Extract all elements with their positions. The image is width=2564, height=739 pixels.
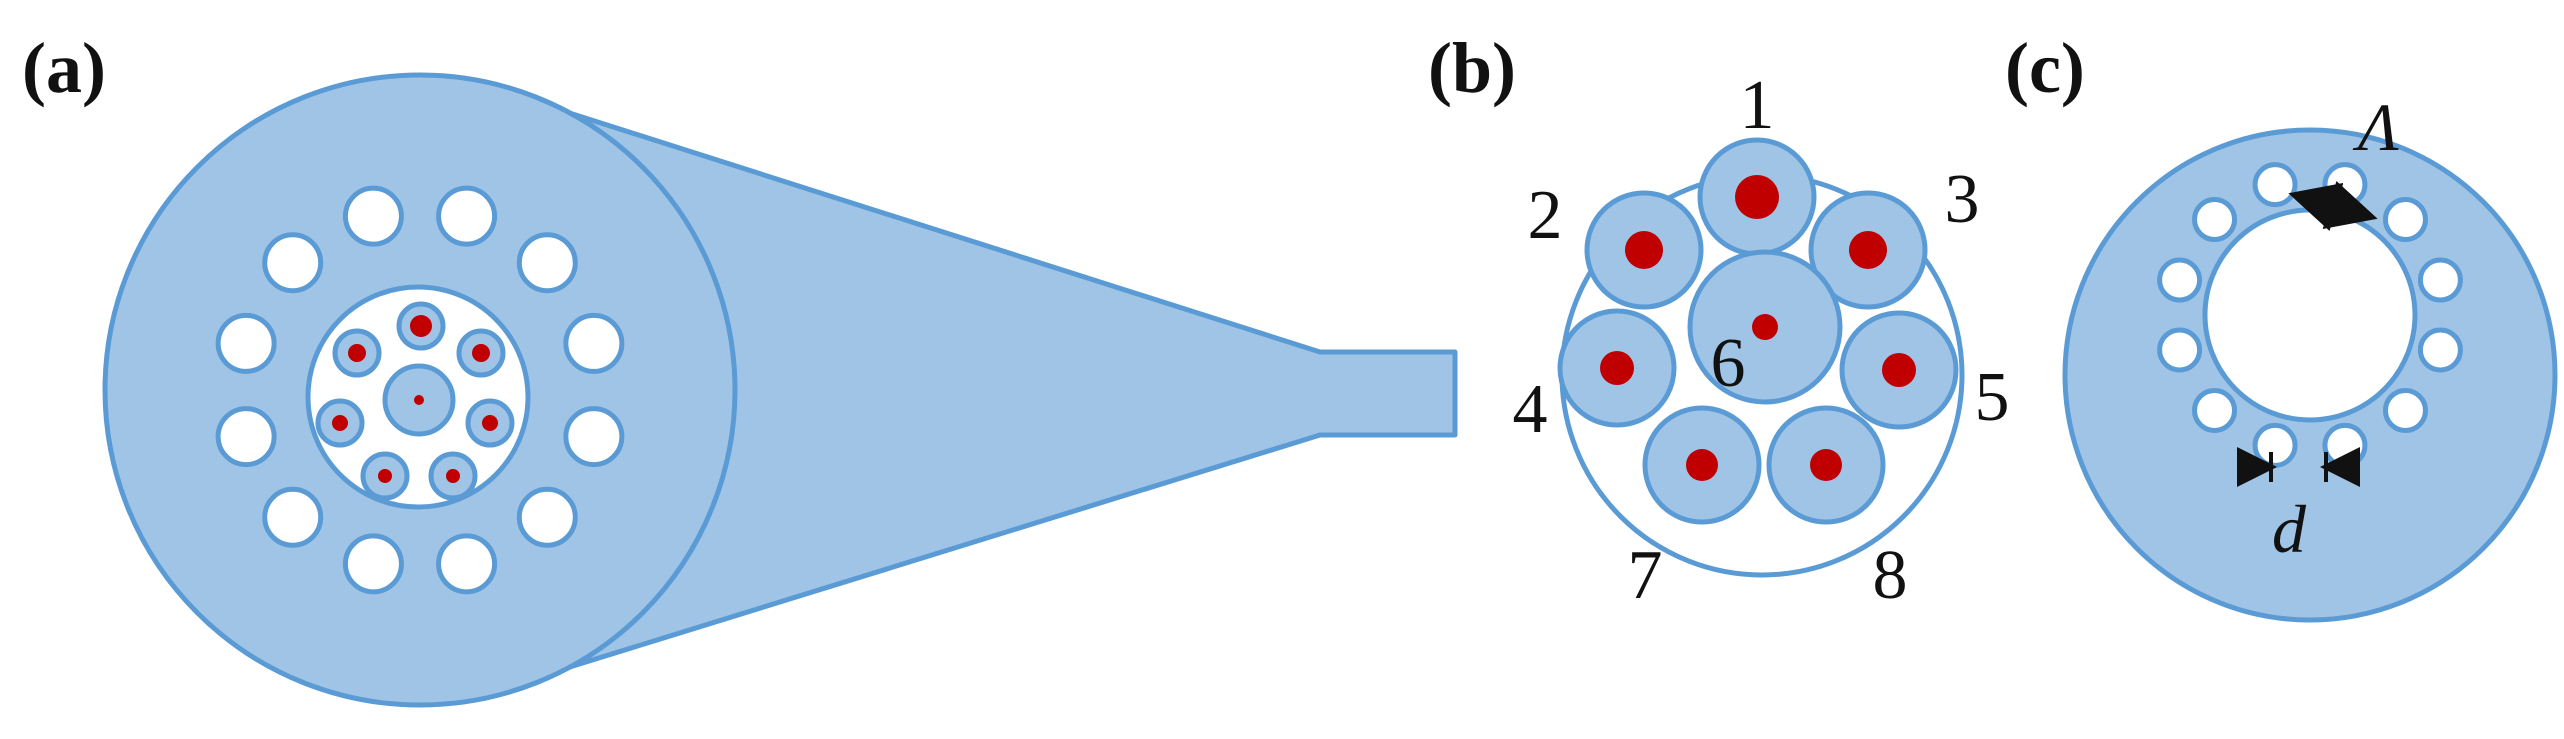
core — [482, 415, 498, 431]
air-hole — [2322, 162, 2368, 208]
air-hole — [516, 486, 578, 548]
core — [1625, 231, 1663, 269]
core — [1686, 449, 1718, 481]
air-hole — [563, 406, 625, 468]
core — [1752, 314, 1778, 340]
pitch-symbol: Λ — [2352, 89, 2399, 165]
core — [1735, 175, 1779, 219]
core-number-1: 1 — [1740, 67, 1775, 144]
core — [414, 395, 424, 405]
core-number-5: 5 — [1975, 359, 2010, 436]
core-number-4: 4 — [1513, 371, 1548, 448]
pitch-arrow — [2288, 180, 2378, 232]
core — [348, 344, 366, 362]
core — [1849, 231, 1887, 269]
air-hole — [2192, 387, 2238, 433]
diameter-symbol: d — [2272, 491, 2307, 567]
core-number-8: 8 — [1873, 537, 1908, 614]
air-hole — [2382, 387, 2428, 433]
air-hole — [2322, 422, 2368, 468]
air-hole — [2252, 422, 2298, 468]
air-hole — [2417, 257, 2463, 303]
air-hole — [516, 232, 578, 294]
core — [1882, 353, 1916, 387]
core — [410, 315, 432, 337]
core-number-6: 6 — [1711, 325, 1746, 402]
core — [472, 344, 490, 362]
central-hole — [2202, 207, 2418, 423]
air-hole — [436, 533, 498, 595]
air-hole — [342, 533, 404, 595]
air-hole — [2417, 327, 2463, 373]
panel-label-c: (c) — [2005, 28, 2085, 108]
air-hole — [2157, 327, 2203, 373]
core-bundle-enlarged — [1557, 137, 1959, 525]
air-hole — [563, 312, 625, 374]
panel-label-a: (a) — [22, 28, 106, 108]
air-hole — [2192, 197, 2238, 243]
panel-c: Λ d (c) — [2005, 28, 2558, 623]
panel-label-b: (b) — [1428, 28, 1516, 108]
core-number-7: 7 — [1628, 537, 1663, 614]
panel-a: (a) — [22, 28, 1458, 708]
air-hole-ring — [215, 185, 625, 595]
core — [1600, 351, 1634, 385]
core-number-2: 2 — [1528, 177, 1563, 254]
core — [446, 469, 460, 483]
air-hole — [215, 406, 277, 468]
panel-b: (b) 1 2 3 4 5 6 7 8 — [1428, 28, 2010, 614]
air-hole — [2157, 257, 2203, 303]
core-number-3: 3 — [1945, 161, 1980, 238]
air-hole — [262, 486, 324, 548]
air-hole — [262, 232, 324, 294]
air-hole — [2382, 197, 2428, 243]
core — [378, 469, 392, 483]
core — [1810, 449, 1842, 481]
air-hole — [2252, 162, 2298, 208]
core-bundle — [315, 301, 515, 501]
air-hole — [215, 312, 277, 374]
air-hole — [436, 185, 498, 247]
core — [332, 415, 348, 431]
air-hole — [342, 185, 404, 247]
